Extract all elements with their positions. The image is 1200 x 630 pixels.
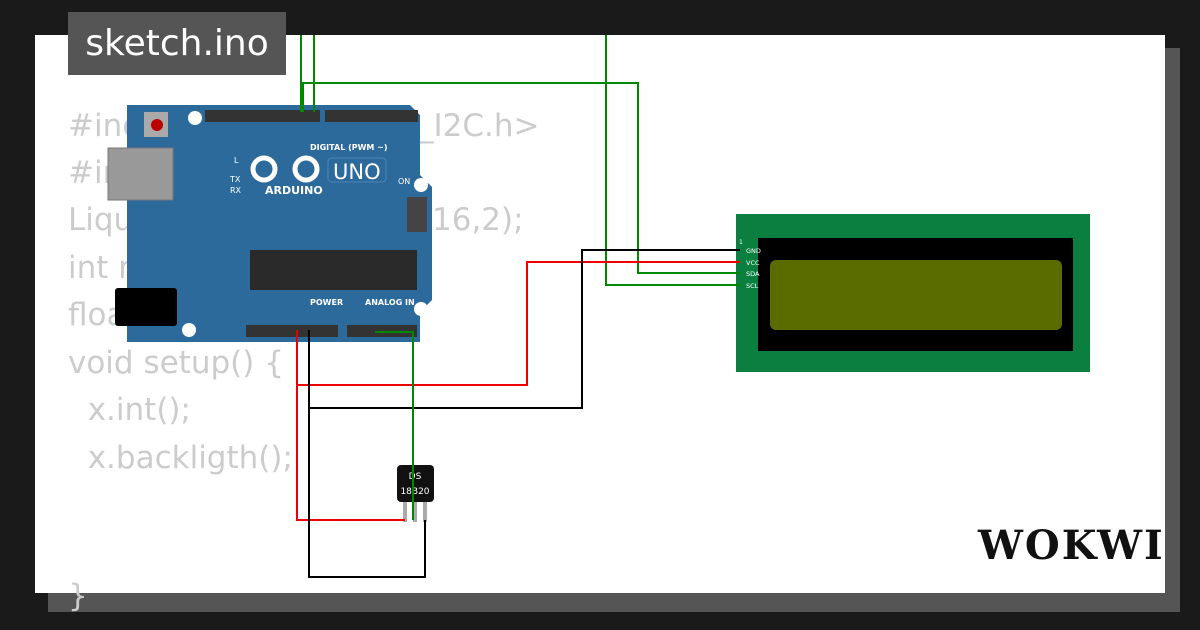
wires [296, 35, 740, 578]
lcd-pin-label: SDA [746, 270, 760, 278]
wire-black-gnd [308, 249, 740, 409]
on-label: ON [398, 177, 410, 186]
file-tab[interactable]: sketch.ino [68, 12, 286, 75]
wire-red-sensor [296, 385, 405, 521]
code-line: Liqu [68, 202, 134, 238]
code-line: x.int(); [68, 392, 191, 428]
wire-green-data [375, 331, 414, 520]
led-label: RX [230, 186, 242, 195]
arduino-model: UNO [333, 160, 381, 184]
code-line: x.backligth(); [68, 440, 293, 476]
ds18b20-sensor[interactable]: DS 18B20 [397, 465, 434, 522]
lcd-display[interactable]: 1 GND VCC SDA SCL [736, 214, 1090, 372]
code-line: } [68, 578, 88, 614]
arduino-brand: ARDUINO [265, 184, 323, 197]
code-line: _I2C.h> [418, 108, 540, 144]
lcd-pin-label: SCL [746, 282, 759, 290]
wire-red-vcc [296, 261, 740, 386]
sensor-label: DS [409, 472, 422, 482]
code-line: void setup() { [68, 345, 284, 381]
code-line: 16,2); [432, 202, 524, 238]
wire-black-sensor [308, 408, 426, 578]
lcd-pin-label: VCC [746, 259, 760, 267]
arduino-board[interactable]: ARDUINO UNO DIGITAL (PWM ~) POWER ANALOG… [107, 105, 432, 342]
wokwi-logo: WOKWI [978, 522, 1165, 569]
lcd-pin-label: GND [746, 247, 761, 255]
lcd-pin1: 1 [739, 239, 743, 246]
wire-green-scl [605, 35, 740, 286]
wire-green-sda [302, 82, 740, 274]
led-label: L [234, 156, 239, 165]
analog-label: ANALOG IN [365, 298, 415, 307]
power-label: POWER [310, 298, 343, 307]
digital-label: DIGITAL (PWM ~) [310, 143, 388, 152]
led-label: TX [229, 175, 241, 184]
sensor-label: 18B20 [400, 487, 429, 497]
